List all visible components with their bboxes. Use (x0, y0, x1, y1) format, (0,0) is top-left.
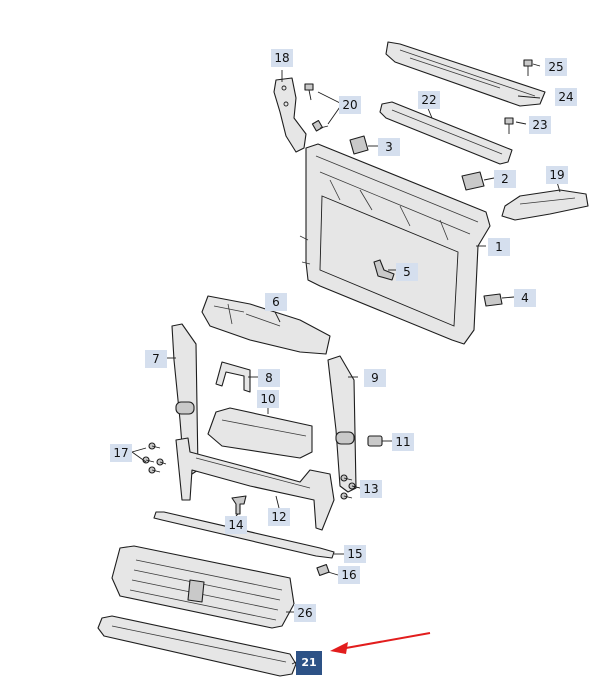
label-15: 15 (344, 545, 366, 563)
part-3-clip (349, 135, 369, 155)
label-21-highlighted: 21 (296, 651, 322, 675)
part-10-air-deflector (207, 407, 313, 459)
label-10: 10 (257, 390, 279, 408)
part-23-bolt (504, 117, 514, 134)
part-19-side-bracket (501, 189, 589, 221)
part-4-clip (483, 293, 503, 307)
label-12: 12 (268, 508, 290, 526)
part-1-lock-carrier (299, 143, 491, 345)
label-1: 1 (488, 238, 510, 256)
label-14: 14 (225, 516, 247, 534)
part-25-bolt (523, 59, 533, 76)
part-17-screws (142, 442, 167, 474)
label-23: 23 (529, 116, 551, 134)
label-2: 2 (494, 170, 516, 188)
label-24: 24 (555, 88, 577, 106)
label-19: 19 (546, 166, 568, 184)
label-3: 3 (378, 138, 400, 156)
part-22-seal-strip (379, 101, 513, 165)
label-13: 13 (360, 480, 382, 498)
part-15-rail (153, 511, 335, 559)
part-14-clip (231, 495, 247, 515)
part-9-right-air-guide (327, 355, 357, 493)
label-7: 7 (145, 350, 167, 368)
part-21-lower-stiffener (97, 615, 297, 677)
label-8: 8 (258, 369, 280, 387)
part-11-clip (367, 435, 383, 447)
part-16-bolt (316, 563, 330, 577)
label-5: 5 (396, 263, 418, 281)
part-18-bracket (273, 77, 307, 153)
label-4: 4 (514, 289, 536, 307)
label-17: 17 (110, 444, 132, 462)
part-20-screws (304, 83, 329, 132)
label-9: 9 (364, 369, 386, 387)
part-24-upper-cross-member (385, 41, 546, 107)
label-18: 18 (271, 49, 293, 67)
part-12-bumper-beam (175, 437, 335, 531)
label-26: 26 (294, 604, 316, 622)
label-22: 22 (418, 91, 440, 109)
label-11: 11 (392, 433, 414, 451)
part-5-bracket (373, 259, 395, 281)
label-25: 25 (545, 58, 567, 76)
part-8-bracket (215, 361, 251, 393)
part-26-air-shutter (111, 545, 295, 629)
label-6: 6 (265, 293, 287, 311)
part-2-clip (461, 171, 485, 191)
red-arrow-icon (330, 632, 431, 654)
label-20: 20 (339, 96, 361, 114)
label-16: 16 (338, 566, 360, 584)
